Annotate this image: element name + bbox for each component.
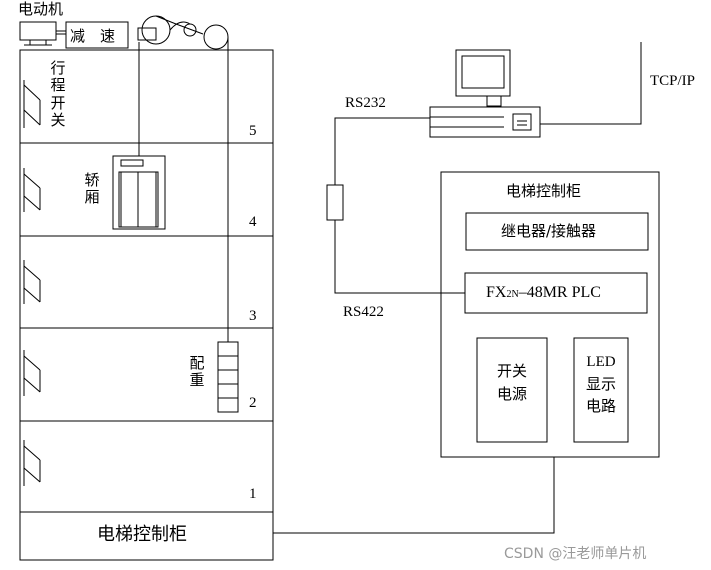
floor-number: 1 (249, 486, 257, 502)
travel-switch (23, 168, 41, 212)
motor-label: 电动机 (18, 0, 64, 18)
floor-number: 2 (249, 395, 257, 411)
tcp-ip-wire (540, 42, 642, 125)
travel-switch (23, 260, 41, 304)
watermark: CSDN @汪老师单片机 (504, 546, 647, 562)
car-label: 轿厢 (84, 171, 100, 207)
rope-top (155, 15, 204, 35)
computer-icon (429, 49, 541, 138)
elevator-shaft (19, 49, 274, 561)
bottom-cabinet-label: 电梯控制柜 (97, 524, 187, 545)
reducer-box (65, 21, 129, 49)
counterweight (217, 341, 239, 413)
plc-label: FX2N–48MR PLC (486, 284, 601, 301)
psu-box (476, 337, 548, 443)
floor-number: 3 (249, 308, 257, 324)
rs232-wire (334, 117, 430, 185)
rs422-wire (334, 220, 465, 294)
tcp-ip-label: TCP/IP (650, 73, 696, 89)
led-box (573, 337, 629, 443)
psu-label: 开关电源 (496, 362, 527, 404)
plc-box (464, 272, 648, 314)
travel-switch-label: 行程开关 (50, 59, 66, 129)
control-cabinet (440, 171, 660, 458)
travel-switch (23, 80, 41, 128)
cabinet-title: 电梯控制柜 (506, 182, 582, 200)
converter-module (326, 184, 344, 221)
guide-pulley (183, 23, 197, 37)
relay-label: 继电器/接触器 (501, 222, 597, 240)
reducer-gear (137, 27, 157, 41)
elevator-car (112, 155, 166, 230)
rs422-label: RS422 (343, 304, 384, 320)
counterweight-label: 配重 (189, 354, 205, 390)
cabinet-link-wire (273, 457, 555, 534)
relay-box (465, 212, 649, 251)
reducer-label: 减 速 (70, 27, 116, 45)
motor-icon (19, 21, 66, 46)
rs232-label: RS232 (345, 95, 386, 111)
led-label: LED 显示 电路 (585, 354, 616, 415)
travel-switch (23, 440, 41, 486)
deflector-pulley (203, 24, 229, 50)
rope-loop (169, 21, 191, 31)
floor-number: 4 (249, 214, 257, 230)
floor-number: 5 (249, 123, 257, 139)
travel-switch (23, 350, 41, 396)
